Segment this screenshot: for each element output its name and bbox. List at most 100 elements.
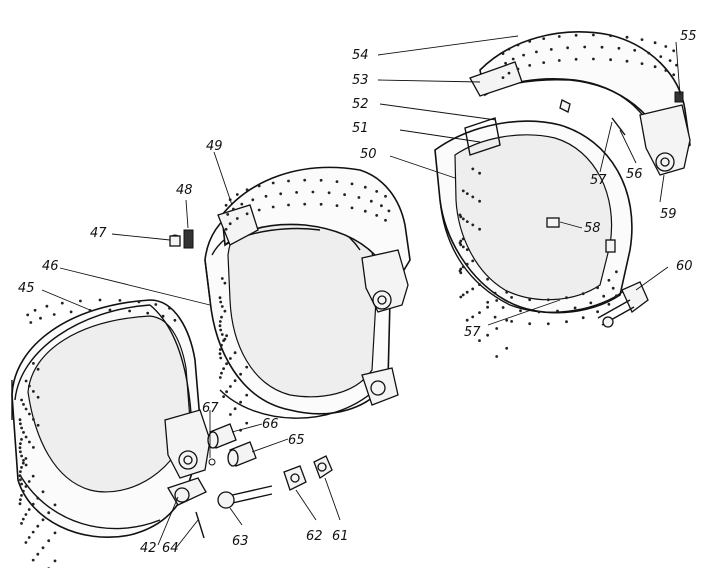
- perforation-dot: [380, 204, 383, 208]
- perforation-dot: [225, 390, 229, 394]
- perforation-dot: [659, 55, 663, 58]
- perforation-dot: [565, 296, 568, 300]
- pin-64: [195, 511, 205, 539]
- perforation-dot: [257, 184, 261, 188]
- perforation-dot: [257, 208, 261, 212]
- perforation-dot: [233, 407, 237, 411]
- perforation-dot: [245, 393, 249, 397]
- callout-59: 59: [660, 207, 677, 222]
- perforation-dot: [279, 192, 283, 196]
- leader-lines: [41, 35, 681, 549]
- callout-60: 60: [676, 259, 693, 274]
- perforation-dot: [471, 259, 475, 263]
- perforation-dot: [24, 541, 28, 544]
- perforation-dot: [20, 426, 23, 430]
- perforation-dot: [36, 395, 40, 399]
- perforation-dot: [28, 412, 31, 416]
- perforation-dot: [19, 470, 22, 473]
- perforation-dot: [21, 489, 25, 493]
- perforation-dot: [501, 52, 505, 55]
- perforation-dot: [615, 294, 618, 298]
- band-46-perforations: [218, 277, 249, 432]
- perforation-dot: [465, 318, 469, 322]
- perforation-dot: [495, 355, 499, 358]
- perforation-dot: [486, 333, 489, 337]
- perforation-dot: [32, 390, 35, 393]
- perforation-dot: [664, 69, 668, 72]
- perforation-dot: [32, 446, 35, 449]
- perforation-dot: [471, 167, 475, 171]
- perforation-dot: [519, 309, 522, 313]
- band-50-outer-perforations: [486, 270, 618, 326]
- perforation-dot: [239, 428, 243, 432]
- perforation-dot: [233, 351, 237, 355]
- callout-51: 51: [352, 121, 369, 136]
- perforation-dot: [461, 245, 465, 249]
- perforation-dot: [343, 193, 346, 197]
- perforation-dot: [319, 178, 323, 182]
- perforation-dot: [478, 227, 481, 231]
- perforation-dot: [168, 306, 171, 310]
- perforation-dot: [459, 243, 463, 247]
- perforation-dot: [528, 298, 532, 302]
- perforation-dot: [465, 248, 469, 252]
- perforation-dot: [672, 73, 676, 77]
- perforation-dot: [226, 213, 230, 216]
- perforation-dot: [461, 293, 465, 297]
- perforation-dot: [98, 298, 102, 302]
- callout-58: 58: [584, 221, 601, 236]
- perforation-dot: [471, 223, 475, 227]
- perforation-dot: [486, 277, 489, 281]
- brake-band-46: [204, 189, 391, 419]
- perforation-dot: [20, 494, 23, 497]
- callout-66: 66: [262, 417, 279, 432]
- perforation-dot: [535, 50, 538, 54]
- perforation-dot: [461, 265, 465, 269]
- perforation-dot: [19, 498, 22, 501]
- callout-65: 65: [288, 433, 305, 448]
- perforation-dot: [459, 215, 463, 219]
- bracket-59: [639, 91, 691, 176]
- perforation-dot: [556, 309, 559, 313]
- callout-63: 63: [232, 534, 249, 549]
- callout-53: 53: [352, 73, 369, 88]
- perforation-dot: [28, 384, 31, 388]
- perforation-dot: [220, 333, 224, 336]
- perforation-dot: [223, 309, 227, 313]
- perforation-dot: [24, 485, 28, 488]
- perforation-dot: [271, 205, 275, 209]
- perforation-dot: [375, 190, 379, 193]
- washer-48: [183, 229, 194, 249]
- callout-64: 64: [162, 541, 179, 556]
- perforation-dot: [319, 202, 323, 206]
- perforation-dot: [220, 371, 223, 375]
- perforation-dot: [223, 337, 227, 341]
- callout-62: 62: [306, 529, 323, 544]
- fitting-62: [283, 465, 307, 491]
- perforation-dot: [528, 64, 532, 67]
- perforation-dot: [245, 188, 249, 192]
- perforation-dot: [287, 179, 290, 183]
- perforation-dot: [505, 318, 509, 322]
- perforation-dot: [28, 440, 31, 444]
- perforation-dot: [459, 295, 463, 299]
- perforation-dot: [675, 63, 678, 67]
- perforation-dot: [24, 457, 28, 460]
- band-50-perforations: [458, 167, 509, 358]
- perforation-dot: [471, 315, 475, 319]
- sleeve-65: [227, 441, 257, 467]
- band-45-bracket: [164, 409, 211, 506]
- perforation-dot: [461, 217, 465, 221]
- perforation-dot: [609, 34, 612, 38]
- perforation-dot: [41, 546, 45, 550]
- perforation-dot: [47, 539, 51, 543]
- perforation-dot: [546, 298, 550, 302]
- perforation-dot: [52, 313, 56, 316]
- perforation-dot: [29, 321, 33, 324]
- perforation-dot: [592, 57, 595, 61]
- perforation-dot: [33, 308, 37, 312]
- perforation-dot: [505, 346, 509, 350]
- perforation-dot: [653, 65, 657, 69]
- perforation-dot: [154, 303, 158, 306]
- perforation-dot: [19, 478, 22, 482]
